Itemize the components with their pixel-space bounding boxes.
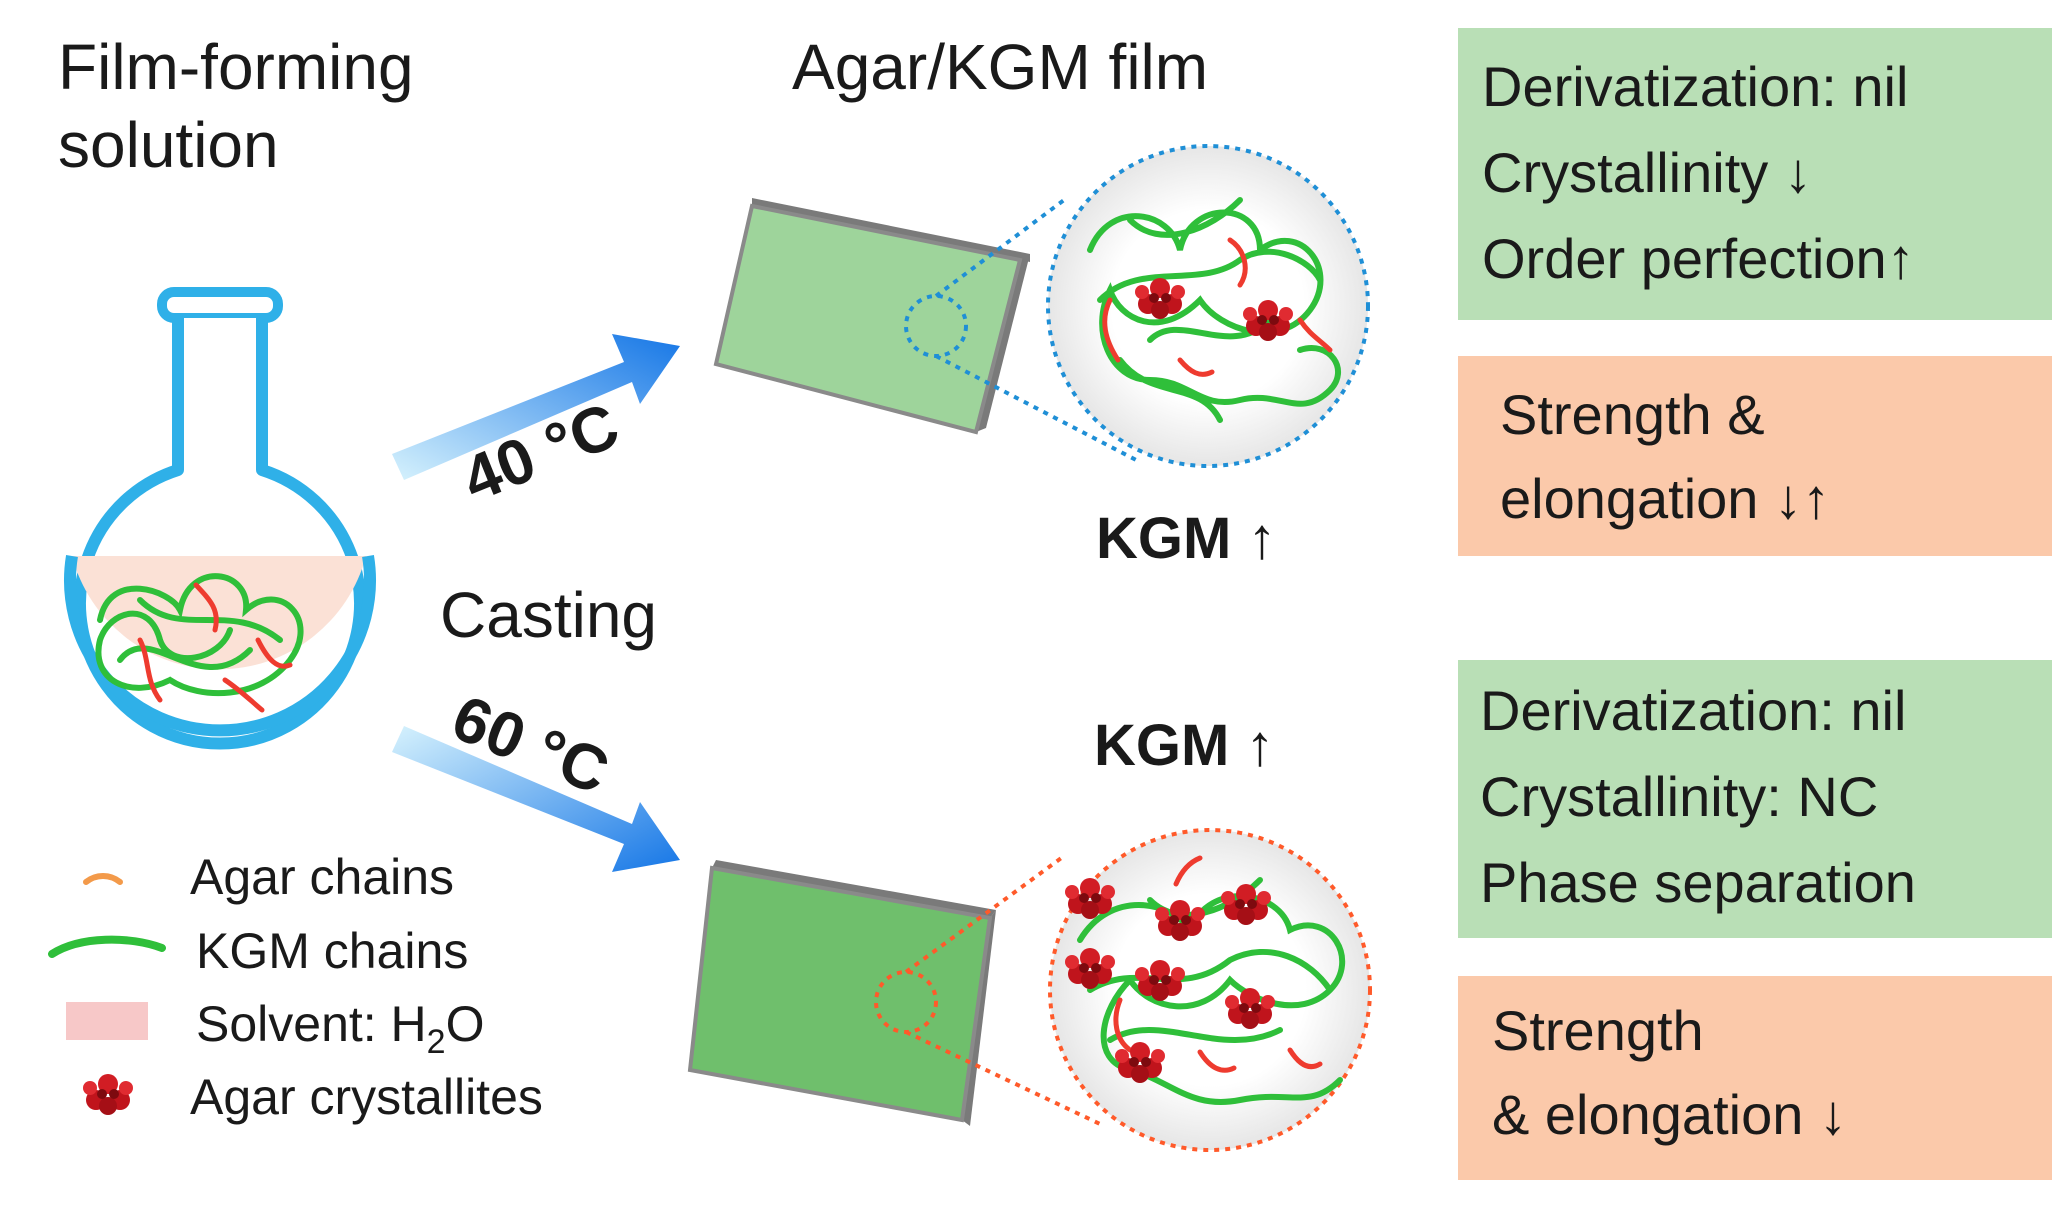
upper-temp-label: 40 °C [452, 388, 629, 516]
flask-icon [64, 287, 376, 750]
upper-property-line2: Crystallinity ↓ [1482, 141, 1812, 204]
lower-property-line2: Crystallinity: NC [1480, 765, 1879, 828]
upper-property-box: Derivatization: nil Crystallinity ↓ Orde… [1458, 28, 2052, 320]
upper-property-line3: Order perfection↑ [1482, 227, 1915, 290]
lower-property-line3: Phase separation [1480, 851, 1916, 914]
lower-zoom-icon [904, 828, 1372, 1152]
upper-zoom-icon [934, 144, 1370, 468]
legend-kgm-label: KGM chains [196, 923, 469, 979]
upper-mechanical-box: Strength & elongation ↓↑ [1458, 356, 2052, 556]
left-title-line1: Film-forming [58, 31, 414, 103]
upper-mechanical-line1: Strength & [1500, 383, 1765, 446]
left-title-line2: solution [58, 109, 279, 181]
legend-kgm-chain-icon [48, 935, 166, 958]
lower-property-line1: Derivatization: nil [1480, 679, 1907, 742]
legend-solvent-swatch-icon [66, 1002, 148, 1040]
lower-film-icon [687, 860, 996, 1126]
lower-mechanical-line1: Strength [1492, 999, 1704, 1062]
film-title: Agar/KGM film [792, 31, 1209, 103]
legend-crystallite-label: Agar crystallites [190, 1069, 543, 1125]
lower-mechanical-line2: & elongation ↓ [1492, 1083, 1847, 1146]
legend-agar-label: Agar chains [190, 849, 455, 905]
legend-agar-chain-icon [83, 873, 123, 885]
kgm-upper-label: KGM ↑ [1096, 506, 1277, 571]
legend-crystallite-icon [83, 1074, 133, 1115]
upper-film-icon [713, 198, 1030, 435]
legend-solvent-label: Solvent: H2O [196, 996, 485, 1061]
lower-mechanical-box: Strength & elongation ↓ [1458, 976, 2052, 1180]
upper-mechanical-line2: elongation ↓↑ [1500, 467, 1831, 530]
kgm-lower-label: KGM ↑ [1094, 713, 1275, 778]
upper-property-line1: Derivatization: nil [1482, 55, 1909, 118]
casting-label: Casting [440, 579, 657, 651]
lower-property-box: Derivatization: nil Crystallinity: NC Ph… [1458, 660, 2052, 938]
lower-temp-label: 60 °C [442, 680, 619, 808]
